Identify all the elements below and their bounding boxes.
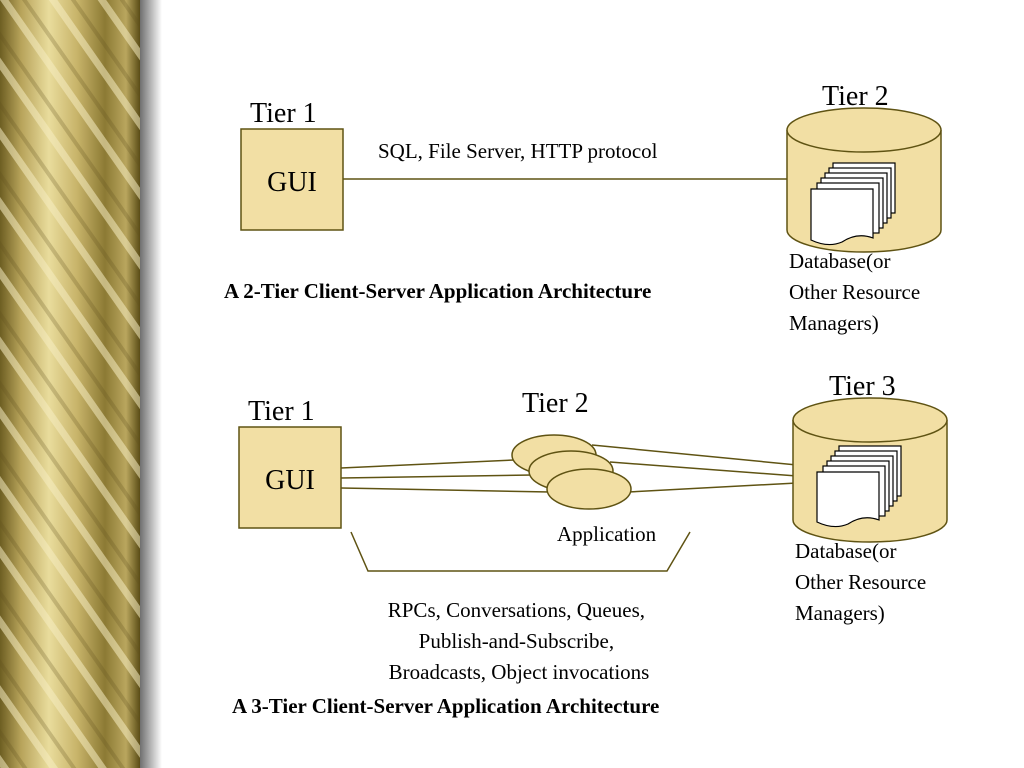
three-tier-link-app-db-1 — [591, 444, 798, 466]
two-tier-gui-label: GUI — [267, 167, 317, 198]
three-tier-link-app-db-3 — [627, 482, 798, 493]
middleware-line1: RPCs, Conversations, Queues, — [388, 598, 645, 622]
two-tier-db-label-line3: Managers) — [789, 311, 879, 335]
three-tier-gui-label: GUI — [265, 465, 315, 496]
two-tier-db-label: Database(or Other Resource Managers) — [789, 249, 925, 335]
three-tier-tier3-label: Tier 3 — [829, 371, 896, 402]
three-tier-app-label: Application — [557, 522, 657, 546]
three-tier-application-nodes — [511, 434, 632, 510]
two-tier-db-label-line2: Other Resource — [789, 280, 920, 304]
three-tier-db-label: Database(or Other Resource Managers) — [795, 539, 931, 625]
pillar-stripes — [0, 0, 140, 768]
middleware-label: RPCs, Conversations, Queues, Publish-and… — [388, 598, 651, 684]
three-tier-database-icon — [792, 397, 948, 543]
three-tier-link-app-db-2 — [609, 461, 798, 477]
two-tier-tier2-label: Tier 2 — [822, 81, 889, 112]
two-tier-db-label-line1: Database(or — [789, 249, 890, 273]
three-tier-db-label-line1: Database(or — [795, 539, 896, 563]
three-tier-link-gui-app-3 — [340, 487, 551, 493]
two-tier-diagram: Tier 1 GUI SQL, File Server, HTTP protoc… — [224, 81, 942, 335]
two-tier-database-icon — [786, 107, 942, 253]
three-tier-gui-box — [238, 426, 342, 529]
middleware-line3: Broadcasts, Object invocations — [389, 660, 650, 684]
three-tier-caption: A 3-Tier Client-Server Application Archi… — [232, 694, 659, 718]
three-tier-tier1-label: Tier 1 — [248, 396, 315, 427]
three-tier-tier2-label: Tier 2 — [522, 388, 589, 419]
three-tier-link-gui-app-1 — [340, 459, 515, 469]
two-tier-document-stack — [810, 162, 896, 246]
pillar-shadow — [140, 0, 162, 768]
two-tier-caption: A 2-Tier Client-Server Application Archi… — [224, 279, 651, 303]
three-tier-link-gui-app-2 — [340, 474, 533, 479]
application-node-3 — [546, 468, 632, 510]
three-tier-db-label-line2: Other Resource — [795, 570, 926, 594]
decorative-pillar — [0, 0, 162, 768]
three-tier-db-label-line3: Managers) — [795, 601, 885, 625]
middleware-line2: Publish-and-Subscribe, — [419, 629, 614, 653]
three-tier-diagram: Tier 1 GUI Tier 2 Application Tier 3 — [232, 371, 948, 718]
two-tier-tier1-label: Tier 1 — [250, 98, 317, 129]
two-tier-gui-box — [240, 128, 344, 231]
middleware-bracket — [350, 531, 691, 572]
two-tier-protocol-label: SQL, File Server, HTTP protocol — [378, 139, 658, 163]
three-tier-document-stack — [816, 445, 902, 528]
